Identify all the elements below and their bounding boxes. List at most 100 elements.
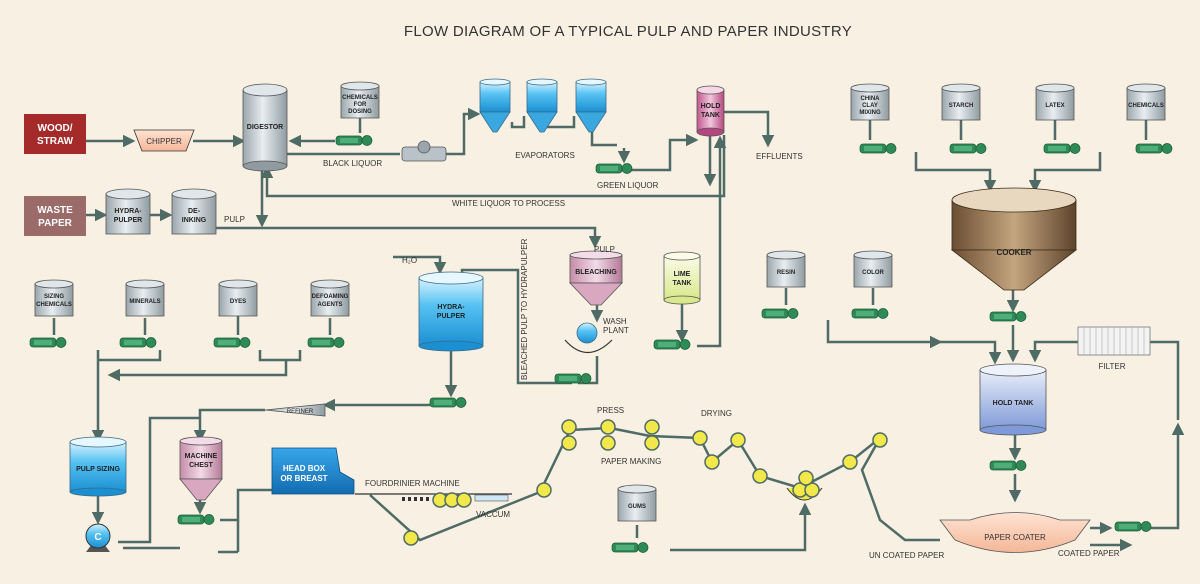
roller-icon — [644, 419, 660, 435]
wood-straw-label-1: WOOD/ — [38, 123, 73, 134]
pump-icon — [949, 143, 987, 154]
wash-plant-label-2: PLANT — [603, 326, 629, 335]
evaporator-3 — [575, 78, 607, 133]
hydrapulper-big-label-2: PULPER — [437, 313, 465, 320]
pump-icon — [761, 308, 799, 319]
pipe-network — [52, 107, 1185, 554]
pump-icon — [653, 339, 691, 350]
wash-plant: WASH PLANT — [564, 317, 629, 354]
defoaming-agents-tank: DEFOAMING AGENTS — [310, 279, 350, 317]
roller-icon — [403, 530, 419, 546]
defoaming-label-2: AGENTS — [317, 302, 342, 308]
defoaming-label-1: DEFOAMING — [312, 294, 349, 300]
wood-straw-box: WOOD/ STRAW — [24, 114, 86, 154]
machine-chest: MACHINE CHEST — [179, 436, 223, 501]
deinking-label-2: INKING — [182, 217, 207, 224]
hydrapulper-big-label-1: HYDRA- — [437, 304, 465, 311]
cooker-label: COOKER — [996, 248, 1031, 257]
black-liquor-label: BLACK LIQUOR — [323, 159, 382, 168]
vaccum-label: VACCUM — [476, 510, 510, 519]
evaporators: EVAPORATORS — [479, 78, 607, 160]
minerals-label: MINERALS — [129, 299, 160, 305]
pump-icon — [335, 135, 373, 146]
pump-icon — [1114, 521, 1152, 532]
pump-group — [29, 135, 1173, 553]
h2o-label: H₂O — [402, 256, 417, 265]
pump-icon — [307, 337, 345, 348]
centrifuge: C — [85, 523, 111, 552]
evaporator-1 — [479, 78, 511, 133]
hydrapulper-big: HYDRA- PULPER — [418, 271, 484, 352]
pump-icon — [1043, 143, 1081, 154]
digestor-label: DIGESTOR — [247, 124, 283, 131]
roller-icon — [842, 454, 858, 470]
roller-icon — [730, 432, 746, 448]
roller-icon — [692, 430, 708, 446]
roller-icon — [872, 432, 888, 448]
china-clay-label-2: CLAY — [862, 103, 878, 109]
filter: FILTER — [1077, 326, 1151, 371]
chem-dosing-label-1: CHEMICALS — [342, 95, 378, 101]
deinking-tank: DE- INKING — [171, 188, 217, 235]
hydrapulper-small-label-2: PULPER — [114, 217, 142, 224]
digestor-tank: DIGESTOR — [242, 83, 288, 172]
pump-icon — [989, 311, 1027, 322]
refiner: REFINER — [264, 403, 326, 417]
bleaching-tank: BLEACHING — [569, 250, 623, 306]
white-liquor-label: WHITE LIQUOR TO PROCESS — [452, 199, 565, 208]
bleaching-label: BLEACHING — [575, 269, 617, 276]
wash-plant-label-1: WASH — [603, 317, 627, 326]
roller-icon — [536, 482, 552, 498]
paper-coater: PAPER COATER — [939, 512, 1091, 553]
hold-tank-top-label-2: TANK — [701, 112, 720, 119]
dyes-tank: DYES — [218, 279, 258, 317]
chemicals-tank: CHEMICALS — [1126, 83, 1166, 121]
evaporator-2 — [526, 78, 558, 133]
pump-icon — [29, 337, 67, 348]
dyes-label: DYES — [230, 299, 246, 305]
refiner-label: REFINER — [287, 409, 314, 415]
roller-icon — [704, 454, 720, 470]
sizing-label-2: CHEMICALS — [36, 302, 72, 308]
press-label: PRESS — [597, 406, 624, 415]
china-clay-tank: CHINA CLAY MIXING — [850, 83, 890, 121]
sizing-label-1: SIZING — [44, 294, 64, 300]
fourdrinier-wire — [355, 493, 512, 502]
minerals-tank: MINERALS — [125, 279, 165, 317]
pump-icon — [611, 542, 649, 553]
head-box-label-1: HEAD BOX — [283, 464, 326, 473]
gums-label: GUMS — [628, 504, 646, 510]
pump-icon — [213, 337, 251, 348]
lime-tank-label-1: LIME — [674, 271, 691, 278]
green-liquor-label: GREEN LIQUOR — [597, 181, 659, 190]
roller-icon — [561, 435, 577, 451]
pulp-label-2: PULP — [594, 245, 615, 254]
roller-icon — [752, 468, 768, 484]
machine-chest-label-1: MACHINE — [185, 453, 218, 460]
valve-assembly — [401, 140, 447, 162]
gums-tank: GUMS — [617, 484, 657, 522]
drying-label: DRYING — [701, 409, 732, 418]
waste-paper-box: WASTE PAPER — [24, 196, 86, 236]
lime-tank-label-2: TANK — [673, 280, 692, 287]
chem-dosing-label-2: FOR — [354, 102, 367, 108]
diagram-title: FLOW DIAGRAM OF A TYPICAL PULP AND PAPER… — [404, 23, 852, 40]
pump-icon — [554, 373, 592, 384]
lime-tank: LIME TANK — [663, 251, 701, 305]
roller-icon — [561, 419, 577, 435]
resin-label: RESIN — [777, 270, 795, 276]
chemicals-label: CHEMICALS — [1128, 103, 1164, 109]
sizing-chemicals-tank: SIZING CHEMICALS — [34, 279, 74, 317]
hydrapulper-small-label-1: HYDRA- — [114, 208, 142, 215]
color-tank: COLOR — [853, 250, 893, 288]
chem-dosing-label-3: DOSING — [348, 109, 372, 115]
china-clay-label-1: CHINA — [861, 96, 881, 102]
filter-label: FILTER — [1099, 362, 1126, 371]
hold-tank-right: HOLD TANK — [979, 363, 1047, 436]
roller-icon — [600, 419, 616, 435]
hydrapulper-small: HYDRA- PULPER — [105, 188, 151, 235]
head-box-label-2: OR BREAST — [280, 474, 327, 483]
paper-coater-label: PAPER COATER — [984, 533, 1046, 542]
china-clay-label-3: MIXING — [859, 110, 881, 116]
